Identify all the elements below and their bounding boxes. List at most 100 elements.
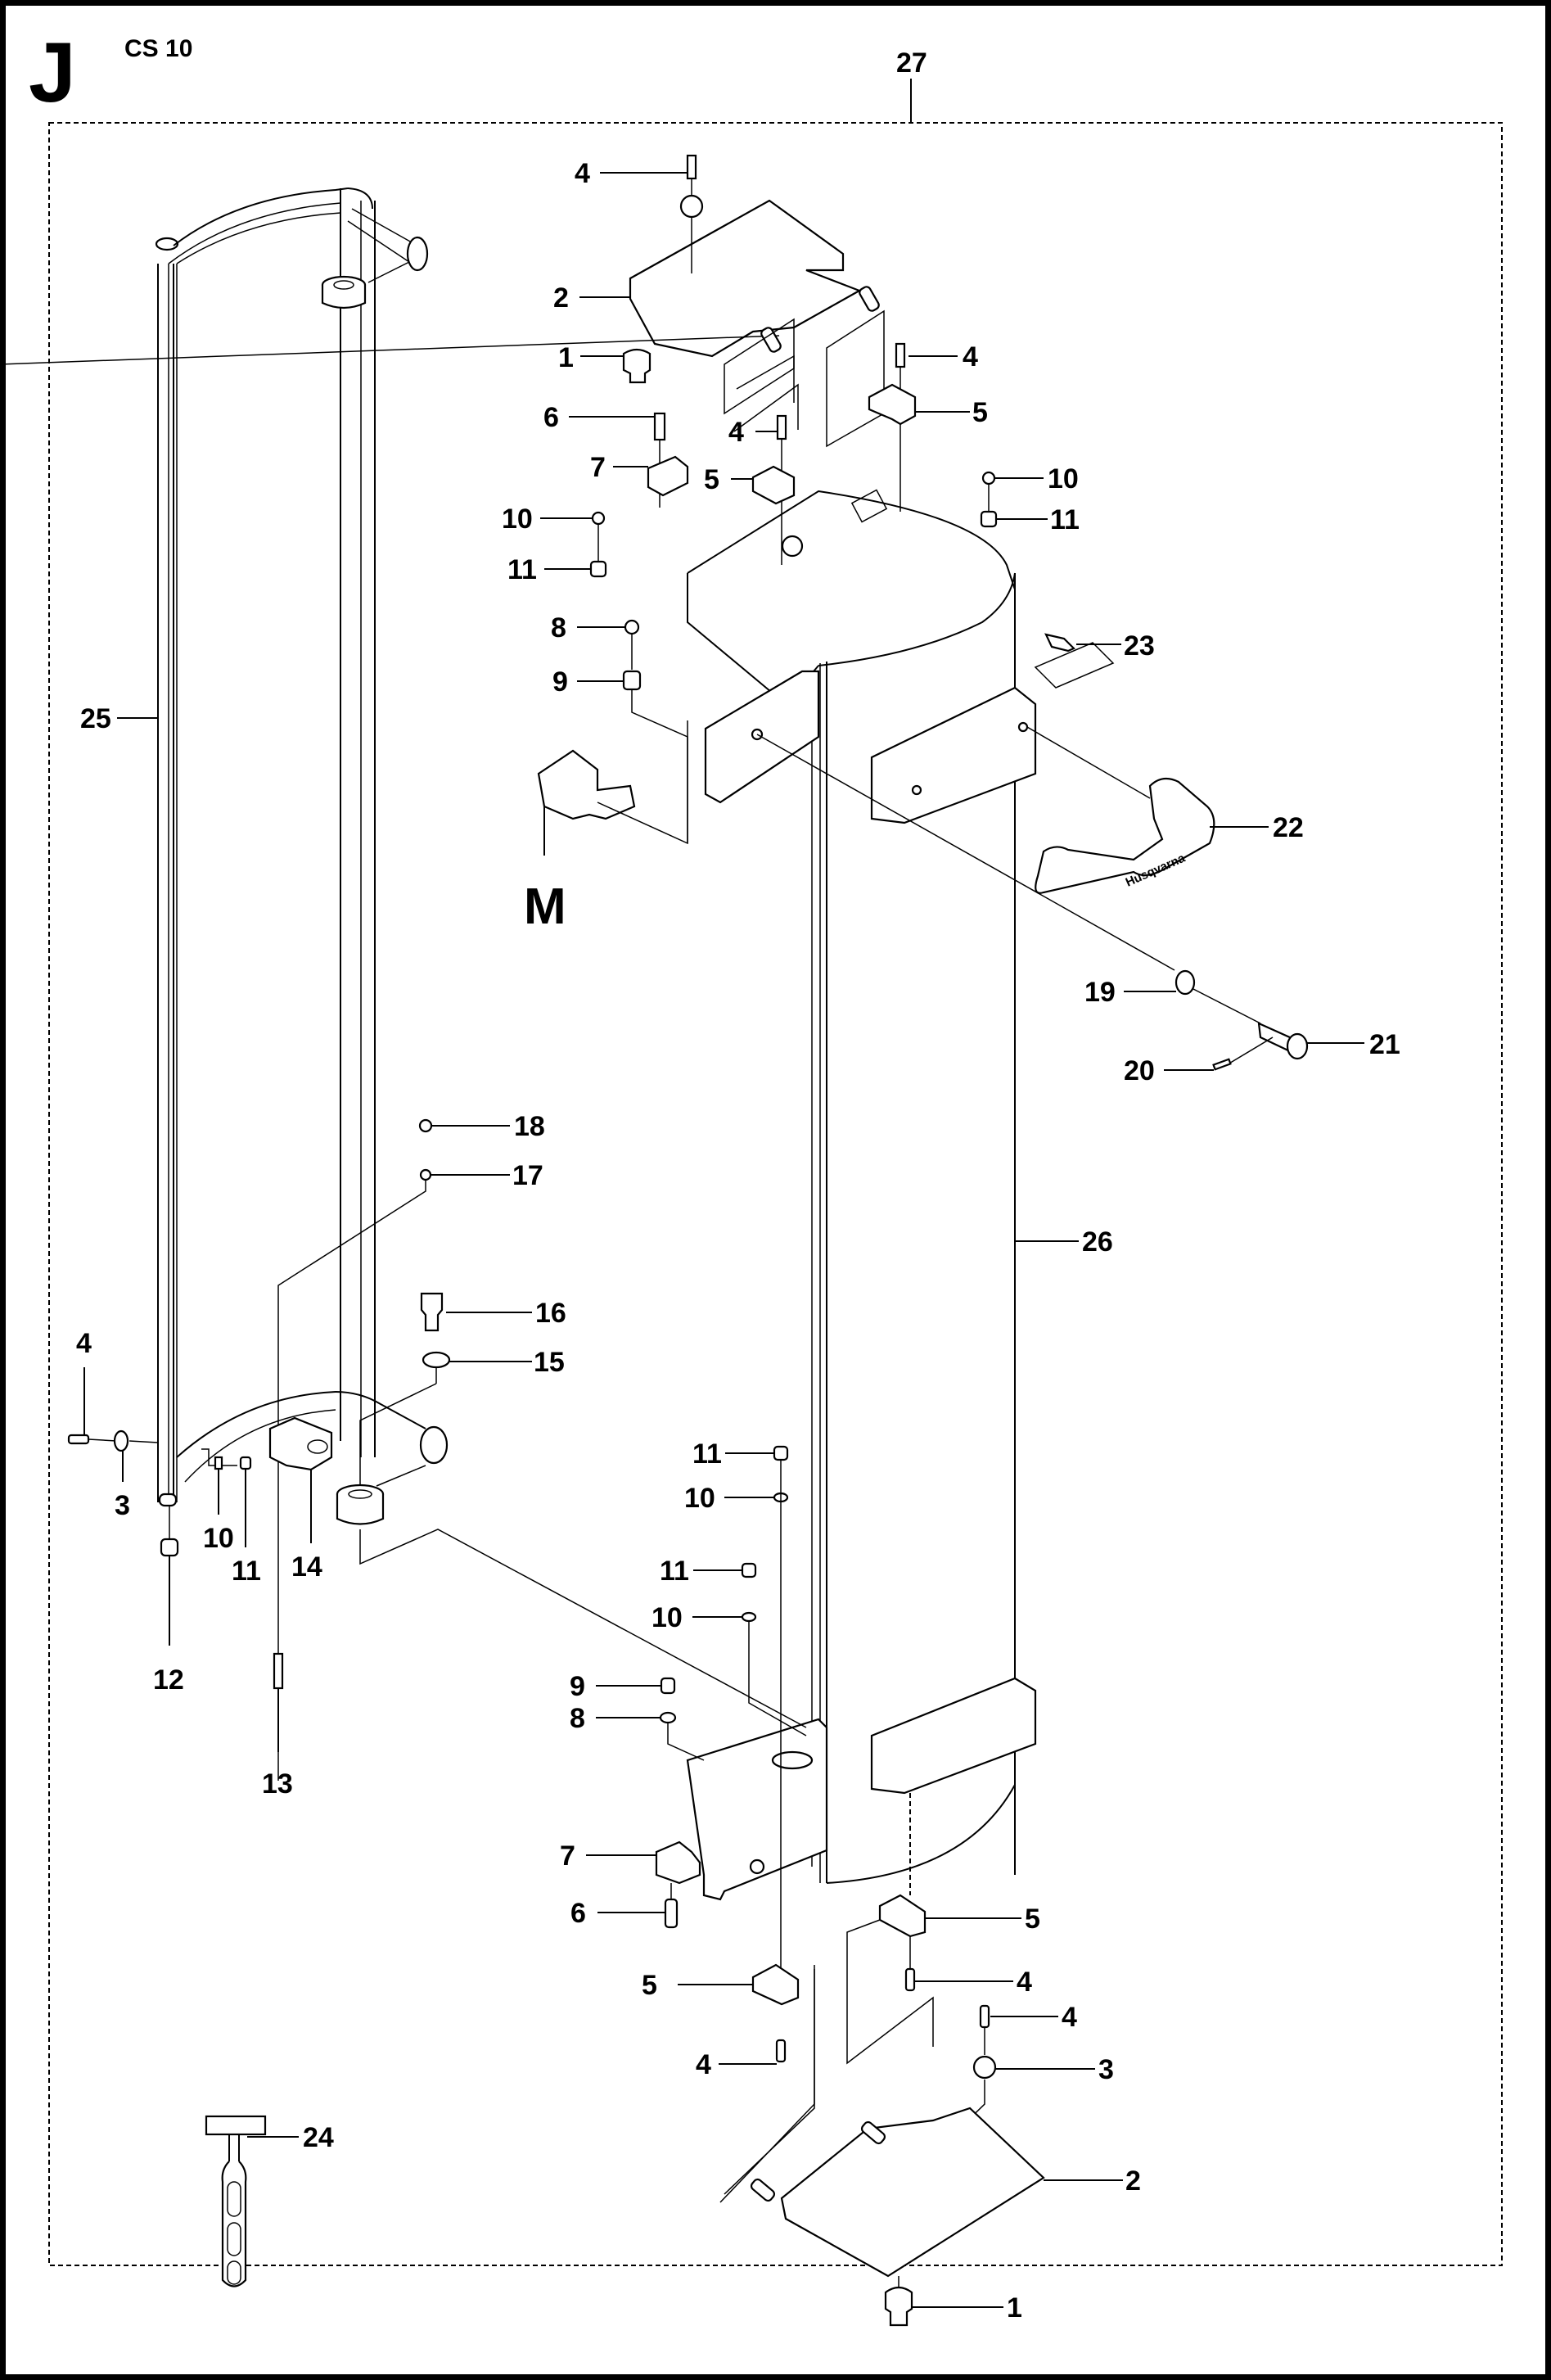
callout-4b: 4 bbox=[963, 341, 978, 373]
callout-6b: 6 bbox=[570, 1898, 586, 1929]
callout-10d: 10 bbox=[684, 1483, 715, 1514]
subassembly-label-m: M bbox=[524, 878, 566, 935]
callout-6a: 6 bbox=[543, 402, 559, 433]
callout-5c: 5 bbox=[1025, 1904, 1040, 1935]
callout-3b: 3 bbox=[1098, 2054, 1114, 2085]
callout-1a: 1 bbox=[558, 342, 574, 373]
handle-22 bbox=[1035, 777, 1215, 894]
callout-21: 21 bbox=[1369, 1029, 1400, 1060]
washer-17 bbox=[419, 1168, 432, 1181]
callout-10a: 10 bbox=[502, 504, 533, 535]
callout-25: 25 bbox=[80, 703, 111, 734]
callout-10c: 10 bbox=[203, 1523, 234, 1554]
screw-4-top bbox=[686, 154, 697, 180]
callout-1b: 1 bbox=[1007, 2292, 1022, 2324]
knob-3-bottom bbox=[972, 2055, 997, 2080]
block-5-lower-right bbox=[878, 1894, 927, 1938]
nut-11-top-right bbox=[980, 510, 998, 528]
screw-4-lower-middle bbox=[775, 2039, 787, 2063]
callout-4e: 4 bbox=[1017, 1967, 1032, 1998]
nut-9-top bbox=[622, 670, 642, 691]
washer-10-mid-lower bbox=[741, 1611, 757, 1623]
plug-12 bbox=[160, 1538, 179, 1557]
nut-9-lower bbox=[660, 1677, 676, 1695]
subassembly-m-part bbox=[537, 749, 636, 820]
callout-16: 16 bbox=[535, 1298, 566, 1329]
callout-8b: 8 bbox=[570, 1703, 585, 1734]
callout-10e: 10 bbox=[652, 1602, 683, 1633]
clip-3-left bbox=[113, 1429, 129, 1452]
callout-23: 23 bbox=[1124, 630, 1155, 662]
washer-10-top-left bbox=[591, 511, 606, 526]
callout-2a: 2 bbox=[553, 282, 569, 314]
callout-10b: 10 bbox=[1048, 463, 1079, 495]
callout-17: 17 bbox=[512, 1160, 543, 1191]
callout-9a: 9 bbox=[552, 666, 568, 698]
callout-26: 26 bbox=[1082, 1226, 1113, 1258]
nut-18 bbox=[418, 1118, 433, 1133]
washer-19 bbox=[1175, 969, 1196, 996]
screw-4-bottom bbox=[979, 2004, 990, 2029]
block-7-top bbox=[647, 455, 689, 497]
nut-11-ring bbox=[239, 1456, 252, 1470]
callout-12: 12 bbox=[153, 1664, 184, 1696]
nut-11-top-left bbox=[589, 560, 607, 578]
callout-5d: 5 bbox=[642, 1970, 657, 2001]
callout-9b: 9 bbox=[570, 1671, 585, 1702]
assembly-boundary bbox=[48, 122, 1503, 2266]
callout-22: 22 bbox=[1273, 812, 1304, 843]
callout-5a: 5 bbox=[972, 397, 988, 428]
column-body-26: 26 bbox=[686, 489, 1113, 1901]
pin-20 bbox=[1212, 1058, 1232, 1071]
callout-4d: 4 bbox=[76, 1328, 92, 1359]
pin-1-bottom bbox=[884, 2286, 913, 2327]
bushing-15 bbox=[422, 1351, 451, 1369]
callout-4g: 4 bbox=[1062, 2002, 1077, 2033]
pin-1-top bbox=[622, 348, 652, 384]
model-name: CS 10 bbox=[124, 35, 193, 62]
callout-11d: 11 bbox=[692, 1438, 722, 1470]
tool-24 bbox=[205, 2115, 267, 2287]
block-5-middle bbox=[751, 465, 796, 505]
frame-tube-25: 25 bbox=[80, 187, 449, 1525]
callout-24: 24 bbox=[303, 2122, 334, 2153]
washer-8-lower bbox=[659, 1711, 677, 1724]
callout-4a: 4 bbox=[575, 158, 590, 189]
callout-4f: 4 bbox=[696, 2049, 711, 2080]
block-7-lower bbox=[655, 1840, 701, 1885]
screw-6-lower bbox=[664, 1898, 679, 1929]
lid-plate-bottom-2 bbox=[780, 2107, 1045, 2278]
nut-11-mid-lower bbox=[741, 1562, 757, 1578]
callout-11c: 11 bbox=[232, 1556, 261, 1587]
washer-10-top-right bbox=[981, 471, 996, 485]
callout-15: 15 bbox=[534, 1347, 565, 1378]
callout-3a: 3 bbox=[115, 1490, 130, 1521]
callout-11e: 11 bbox=[660, 1556, 689, 1587]
callout-20: 20 bbox=[1124, 1055, 1155, 1086]
bolt-23 bbox=[1044, 633, 1075, 653]
callout-18: 18 bbox=[514, 1111, 545, 1142]
block-5-right bbox=[868, 383, 917, 426]
callout-19: 19 bbox=[1084, 977, 1116, 1008]
callout-27: 27 bbox=[896, 47, 927, 79]
screw-4-left bbox=[67, 1434, 90, 1445]
knob-top bbox=[679, 194, 704, 219]
callout-2b: 2 bbox=[1125, 2165, 1141, 2197]
screw-16 bbox=[420, 1292, 444, 1332]
callout-13: 13 bbox=[262, 1768, 293, 1800]
screw-4-lower-right bbox=[904, 1967, 916, 1992]
callout-5b: 5 bbox=[704, 464, 719, 495]
bolt-13 bbox=[273, 1652, 284, 1690]
section-letter: J bbox=[29, 25, 76, 120]
callout-7a: 7 bbox=[590, 452, 606, 483]
bracket-14 bbox=[268, 1416, 333, 1471]
callout-11a: 11 bbox=[507, 554, 537, 585]
callout-11b: 11 bbox=[1050, 504, 1080, 535]
washer-10-ring bbox=[214, 1456, 223, 1470]
block-5-lower-middle bbox=[751, 1963, 800, 2006]
callout-4c: 4 bbox=[728, 417, 744, 448]
callout-14: 14 bbox=[291, 1551, 322, 1583]
lid-plate-top-2 bbox=[0, 199, 885, 448]
callout-7b: 7 bbox=[560, 1840, 575, 1872]
